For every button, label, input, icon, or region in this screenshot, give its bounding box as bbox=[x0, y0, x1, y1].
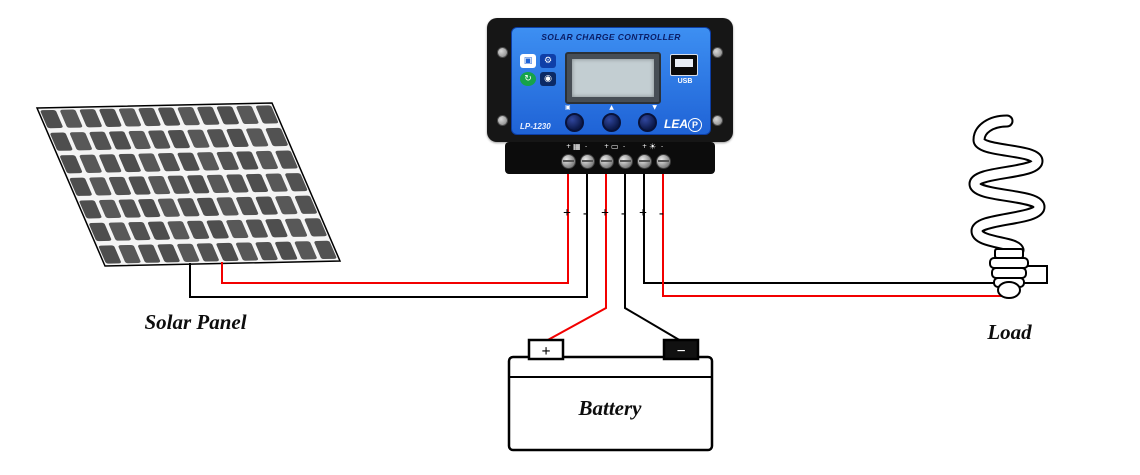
status-icons: ▣ ⚙ ↻ ◉ bbox=[520, 54, 556, 86]
cfl-bulb bbox=[968, 114, 1046, 299]
bulb-neck bbox=[994, 248, 1024, 259]
terminal-screw bbox=[599, 154, 614, 169]
lamp-icon: ☀ bbox=[649, 142, 657, 151]
menu-button bbox=[565, 113, 584, 132]
up-button bbox=[601, 113, 621, 132]
terminal-mark: - bbox=[661, 143, 664, 150]
battery: + − bbox=[507, 338, 714, 452]
bulb-thread-2 bbox=[991, 267, 1027, 279]
button-glyphs: ▣ ▲ ▼ bbox=[565, 104, 657, 111]
terminal-mark: + bbox=[642, 143, 648, 150]
mounting-screw bbox=[497, 47, 508, 58]
usb-label: USB bbox=[677, 78, 693, 85]
battery-negative-mark: − bbox=[676, 343, 685, 360]
battery-icon: ▭ bbox=[611, 142, 619, 151]
bulb-thread-1 bbox=[989, 257, 1029, 269]
lock-icon: ◉ bbox=[540, 72, 556, 86]
terminal-screw bbox=[618, 154, 633, 169]
usb-port bbox=[670, 54, 698, 76]
load-label: Load bbox=[987, 320, 1032, 344]
brand-suffix: P bbox=[688, 118, 702, 132]
cycle-icon: ↻ bbox=[520, 72, 536, 86]
controller-front-panel: SOLAR CHARGE CONTROLLER ▣ ⚙ ↻ ◉ USB ▣ ▲ … bbox=[511, 27, 711, 135]
battery-label: Battery bbox=[578, 396, 642, 420]
terminal-screw bbox=[656, 154, 671, 169]
wire-load-negative bbox=[643, 170, 1048, 284]
terminal-screw bbox=[561, 154, 576, 169]
wire-battery-negative bbox=[624, 170, 682, 350]
usb-port-inner bbox=[675, 59, 693, 67]
polarity-mark: + bbox=[601, 206, 609, 221]
down-button bbox=[638, 113, 657, 132]
battery-positive-mark: + bbox=[541, 343, 550, 360]
brand-prefix: LEA bbox=[664, 117, 688, 131]
polarity-mark: - bbox=[621, 206, 626, 221]
charge-controller: SOLAR CHARGE CONTROLLER ▣ ⚙ ↻ ◉ USB ▣ ▲ … bbox=[487, 18, 733, 142]
solar-panel-cells bbox=[40, 105, 337, 264]
terminal-screw bbox=[580, 154, 595, 169]
gear-icon: ⚙ bbox=[540, 54, 556, 68]
battery-positive-terminal bbox=[527, 338, 565, 361]
controller-title: SOLAR CHARGE CONTROLLER bbox=[541, 32, 681, 42]
mounting-screw bbox=[712, 47, 723, 58]
terminal-screw bbox=[637, 154, 652, 169]
controller-buttons bbox=[565, 113, 657, 132]
terminal-mark: - bbox=[585, 143, 588, 150]
bulb-spiral-tube bbox=[970, 116, 1044, 255]
model-label: LP-1230 bbox=[520, 122, 551, 131]
wire-load-positive bbox=[662, 170, 1009, 297]
bulb-base-tip bbox=[997, 281, 1021, 299]
lcd-display bbox=[565, 52, 661, 104]
terminal-mark: + bbox=[566, 143, 572, 150]
solar-panel bbox=[37, 103, 340, 266]
bulb-spiral-outline bbox=[968, 114, 1046, 257]
polarity-mark: - bbox=[659, 206, 664, 221]
wire-battery-positive bbox=[545, 170, 607, 350]
solar-panel-icon: ▦ bbox=[573, 142, 581, 151]
mounting-screw bbox=[712, 115, 723, 126]
solar-panel-label: Solar Panel bbox=[144, 310, 247, 334]
polarity-mark: + bbox=[639, 206, 647, 221]
battery-negative-terminal bbox=[662, 338, 700, 361]
polarity-mark: + bbox=[563, 206, 571, 221]
menu-glyph: ▣ bbox=[565, 104, 571, 111]
wire-solar-negative bbox=[189, 170, 588, 298]
up-glyph: ▲ bbox=[609, 104, 614, 111]
wire-solar-positive bbox=[221, 170, 569, 284]
mcu-icon: ▣ bbox=[520, 54, 536, 68]
polarity-mark: - bbox=[583, 206, 588, 221]
lcd-screen bbox=[572, 59, 654, 97]
down-glyph: ▼ bbox=[652, 104, 657, 111]
terminal-strip: + - + - + - ▦ ▭ ☀ bbox=[505, 142, 715, 174]
terminal-mark: - bbox=[623, 143, 626, 150]
mounting-screw bbox=[497, 115, 508, 126]
battery-body bbox=[507, 355, 714, 452]
terminal-mark: + bbox=[604, 143, 610, 150]
